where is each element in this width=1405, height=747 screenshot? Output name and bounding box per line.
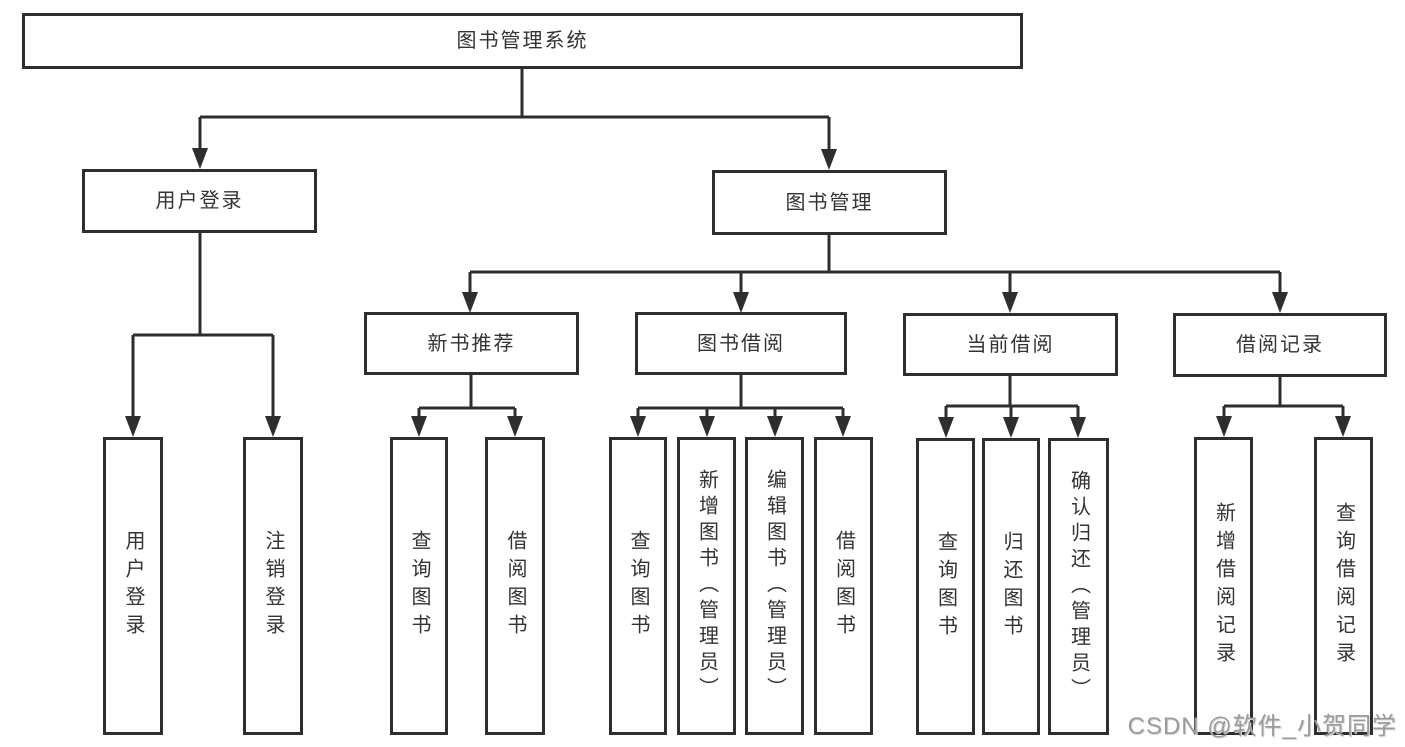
leaf-return-books: 归还图书 (982, 438, 1040, 735)
node-user-login: 用户登录 (82, 169, 317, 233)
node-book-management-label: 图书管理 (785, 191, 874, 214)
leaf-query-borrow-record-label: 查询借阅记录 (1332, 502, 1355, 670)
node-library-system-label: 图书管理系统 (456, 30, 589, 52)
node-book-borrowing: 图书借阅 (635, 312, 847, 375)
node-new-book-recommend-label: 新书推荐 (427, 332, 516, 355)
leaf-logout: 注销登录 (243, 437, 303, 735)
connector-book-management-children (462, 234, 1288, 313)
leaf-add-book-admin-label: 新增图书（管理员） (695, 469, 718, 703)
connector-borrow-records-children (1216, 377, 1351, 437)
leaf-confirm-return-admin-label: 确认归还（管理员） (1067, 469, 1090, 704)
leaf-edit-book-admin: 编辑图书（管理员） (745, 437, 804, 735)
node-library-system: 图书管理系统 (22, 13, 1023, 69)
leaf-query-books-1-label: 查询图书 (408, 530, 430, 642)
leaf-query-books-3-label: 查询图书 (934, 530, 957, 643)
leaf-add-borrow-record-label: 新增借阅记录 (1212, 502, 1235, 670)
leaf-borrow-books-2: 借阅图书 (814, 437, 873, 735)
node-current-borrowing: 当前借阅 (903, 313, 1118, 376)
leaf-query-books-2: 查询图书 (609, 437, 667, 735)
leaf-borrow-books-1: 借阅图书 (485, 437, 545, 735)
node-borrow-records: 借阅记录 (1173, 313, 1387, 377)
connector-new-book-recommend-children (411, 375, 523, 437)
leaf-user-login-label: 用户登录 (122, 530, 144, 642)
leaf-query-borrow-record: 查询借阅记录 (1314, 437, 1373, 735)
leaf-user-login: 用户登录 (103, 437, 163, 735)
leaf-logout-label: 注销登录 (262, 530, 284, 642)
connector-book-borrowing-children (630, 375, 851, 437)
connector-current-borrowing-children (938, 376, 1086, 438)
node-borrow-records-label: 借阅记录 (1236, 334, 1324, 356)
watermark: CSDN @软件_小贺同学 (1127, 713, 1397, 740)
connector-root-to-level2 (192, 68, 837, 170)
leaf-add-borrow-record: 新增借阅记录 (1194, 437, 1253, 735)
leaf-query-books-2-label: 查询图书 (627, 530, 649, 642)
leaf-add-book-admin: 新增图书（管理员） (677, 437, 736, 735)
node-book-management: 图书管理 (712, 170, 947, 235)
node-user-login-label: 用户登录 (155, 190, 244, 212)
leaf-return-books-label: 归还图书 (1000, 530, 1022, 643)
node-book-borrowing-label: 图书借阅 (697, 332, 785, 355)
leaf-confirm-return-admin: 确认归还（管理员） (1048, 438, 1109, 735)
leaf-edit-book-admin-label: 编辑图书（管理员） (763, 469, 786, 703)
node-new-book-recommend: 新书推荐 (364, 312, 579, 375)
leaf-borrow-books-1-label: 借阅图书 (504, 530, 526, 642)
leaf-query-books-1: 查询图书 (390, 437, 448, 735)
node-current-borrowing-label: 当前借阅 (966, 333, 1055, 356)
leaf-query-books-3: 查询图书 (916, 438, 975, 735)
connector-user-login-children (125, 232, 281, 437)
leaf-borrow-books-2-label: 借阅图书 (832, 530, 855, 642)
